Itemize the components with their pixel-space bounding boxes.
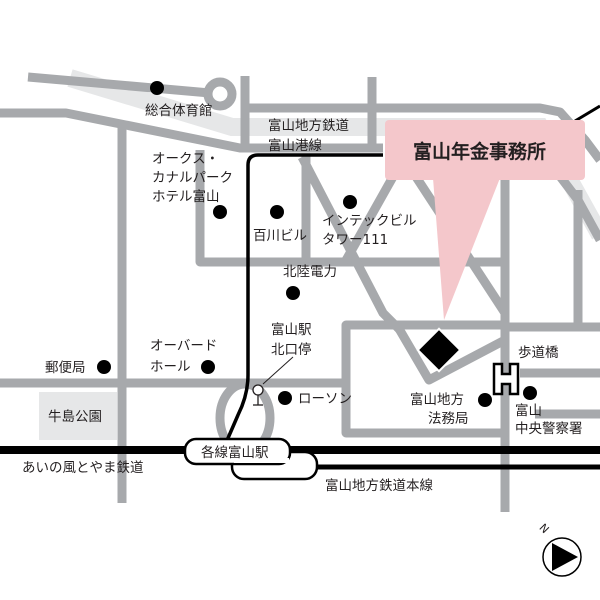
- police-dot: [523, 386, 537, 400]
- lawson-dot: [278, 391, 292, 405]
- label-police-2: 中央警察署: [515, 420, 583, 437]
- label-aubade-2: ホール: [150, 359, 191, 375]
- station-name: 各線富山駅: [201, 444, 269, 461]
- label-hokuriku: 北陸電力: [283, 264, 337, 280]
- label-hotel-1: オークス・: [152, 151, 219, 167]
- hotel-dot: [213, 205, 227, 219]
- label-legal-2: 法務局: [428, 411, 469, 427]
- label-post: 郵便局: [45, 360, 86, 376]
- label-aubade-1: オーバード: [150, 338, 217, 354]
- park-area: [39, 392, 117, 440]
- compass-icon: N: [537, 521, 582, 577]
- label-intec-1: インテックビル: [322, 213, 417, 229]
- label-busstop-2: 北口停: [271, 341, 312, 358]
- post-dot: [97, 360, 111, 374]
- label-tetsudo-1: 富山地方鉄道: [268, 117, 349, 134]
- compass-north: N: [537, 521, 552, 536]
- label-lawson: ローソン: [298, 391, 352, 407]
- label-hotel-3: ホテル富山: [152, 188, 220, 205]
- label-intec-2: タワー111: [322, 232, 388, 248]
- destination-label: 富山年金事務所: [413, 140, 546, 163]
- label-honsen: 富山地方鉄道本線: [325, 477, 433, 494]
- bus-stop-icon: [252, 356, 294, 406]
- label-busstop-1: 富山駅: [271, 321, 312, 338]
- destination-callout[interactable]: 富山年金事務所: [385, 120, 585, 320]
- label-gym: 総合体育館: [145, 103, 213, 119]
- momokawa-dot: [270, 205, 284, 219]
- intec-dot: [343, 195, 357, 209]
- label-hotel-2: カナルパーク: [152, 170, 233, 186]
- map-labels: 総合体育館 富山地方鉄道 富山港線 オークス・ カナルパーク ホテル富山 百川ビ…: [22, 103, 583, 494]
- destination-building[interactable]: [416, 327, 462, 373]
- hokuriku-dot: [286, 286, 300, 300]
- label-ainokaze: あいの風とやま鉄道: [22, 460, 144, 476]
- railways: [0, 104, 600, 470]
- landmark-dots: [97, 81, 537, 407]
- legal-dot: [478, 393, 492, 407]
- label-footbridge: 歩道橋: [518, 345, 559, 361]
- label-park: 牛島公園: [48, 409, 102, 425]
- footbridge-icon: [492, 362, 520, 396]
- gym-dot: [150, 81, 164, 95]
- aubade-dot: [201, 360, 215, 374]
- label-police-1: 富山: [515, 402, 542, 419]
- station-label[interactable]: 各線富山駅: [183, 437, 319, 481]
- label-legal-1: 富山地方: [410, 391, 464, 408]
- label-momokawa: 百川ビル: [253, 228, 307, 244]
- label-tetsudo-2: 富山港線: [268, 137, 322, 154]
